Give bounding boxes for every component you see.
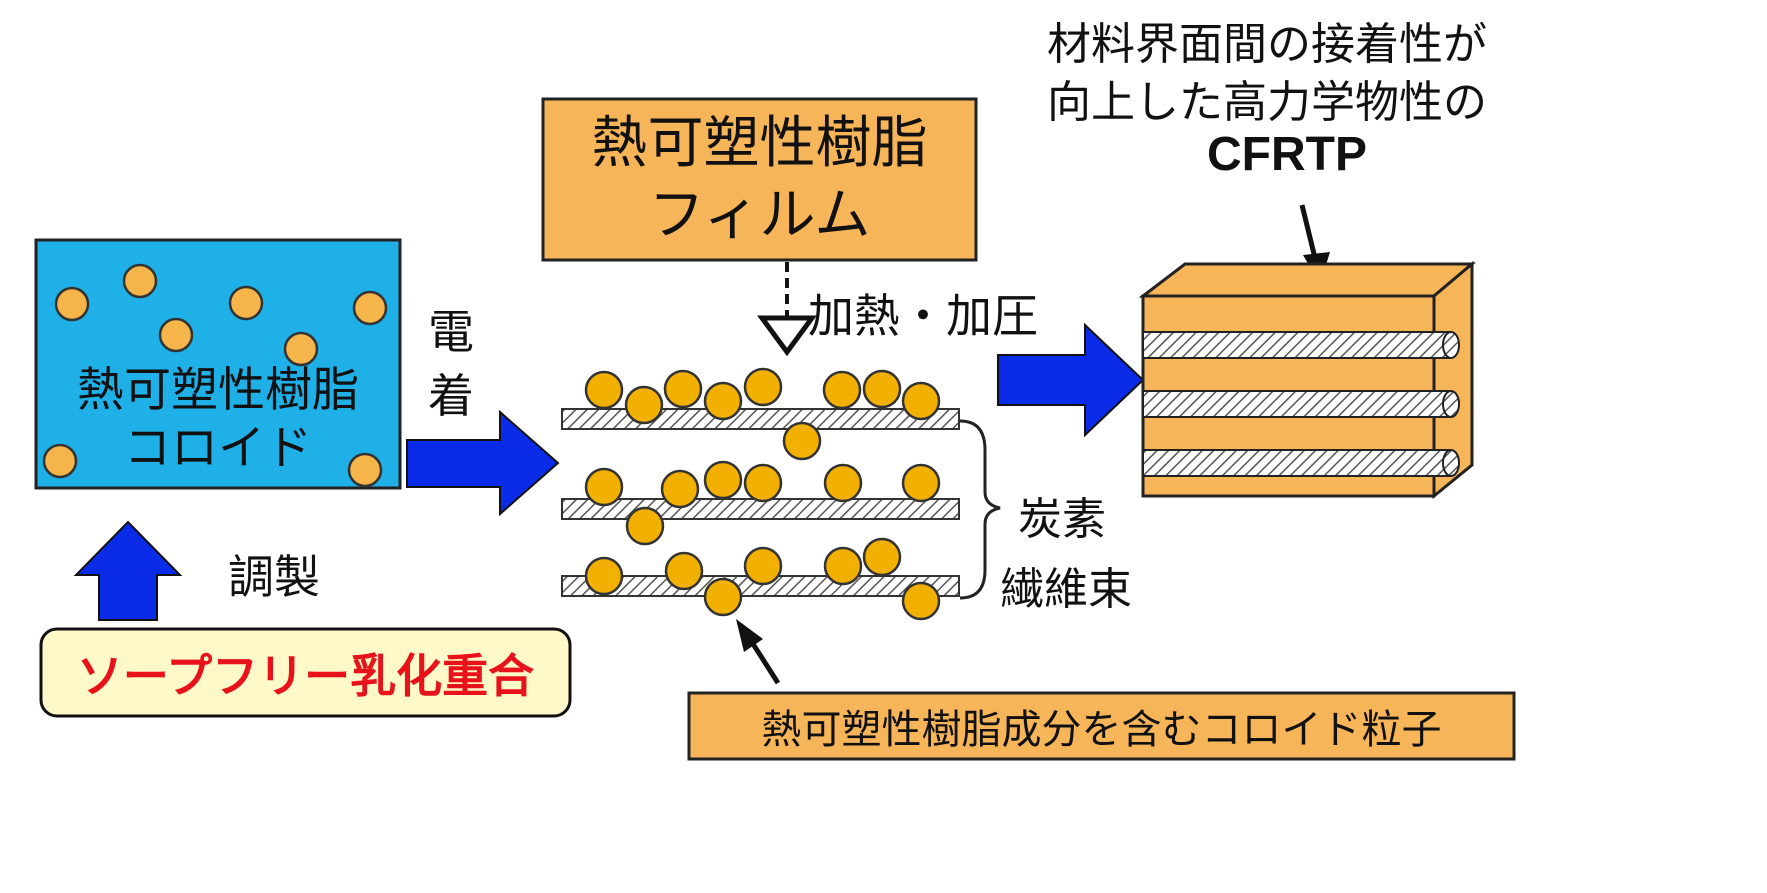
colloid-particle (352, 290, 388, 326)
film-label-line1: 熱可塑性樹脂 (591, 110, 928, 176)
cfrtp-fiber-end (1442, 390, 1460, 418)
prep-arrow (73, 520, 183, 621)
cfrtp-block (1138, 260, 1477, 500)
colloid-label-line1: 熱可塑性樹脂 (77, 363, 359, 418)
deposition-label-2: 着 (428, 369, 474, 423)
fiber-particle (782, 421, 822, 461)
cfrtp-fiber-end (1442, 331, 1460, 359)
fiber-particle (625, 506, 665, 546)
fiber-particle (703, 381, 743, 421)
fiber-particle (901, 463, 941, 503)
prep-label: 調製 (228, 550, 320, 604)
polymerization-box (39, 627, 572, 718)
fiber-particle (901, 581, 941, 621)
fiber-particle (743, 367, 783, 407)
particle-pointer-head (736, 619, 763, 652)
fiber-particle (624, 385, 664, 425)
fiber-particle (822, 370, 862, 410)
fiber-particle (703, 460, 743, 500)
fiber-particle (862, 369, 902, 409)
cfrtp-fiber-layer (1142, 331, 1451, 359)
fiber-particle (823, 463, 863, 503)
heat-press-label: 加熱・加圧 (808, 289, 1038, 343)
product-pointer-shaft (1299, 204, 1318, 259)
fiber-bundle-label-line1: 炭素 (1018, 494, 1106, 545)
particle-caption: 熱可塑性樹脂成分を含むコロイド粒子 (761, 707, 1442, 753)
colloid-particle (54, 286, 90, 322)
fiber-particle (743, 463, 783, 503)
fiber-particles (584, 367, 941, 621)
fiber-particle (703, 577, 743, 617)
colloid-particle (158, 317, 194, 353)
colloid-label: 熱可塑性樹脂 コロイド (36, 363, 400, 476)
carbon-fiber (561, 408, 960, 430)
colloid-particle (283, 331, 319, 367)
polymerization-label: ソープフリー乳化重合 (76, 648, 535, 703)
cfrtp-fiber-end (1442, 449, 1460, 477)
product-caption-line1: 材料界面間の接着性が (1047, 19, 1487, 70)
colloid-particle (228, 285, 264, 321)
fiber-particle (664, 551, 704, 591)
product-caption-line2: 向上した高力学物性の (1047, 77, 1487, 128)
colloid-particle (122, 263, 158, 299)
colloid-particles (42, 263, 388, 488)
fiber-particle (743, 546, 783, 586)
fiber-particle (584, 467, 624, 507)
particle-caption-box (687, 691, 1516, 761)
heat-press-arrow-head (757, 315, 817, 357)
film-label-line2: フィルム (648, 182, 871, 248)
deposition-label-1: 電 (428, 305, 474, 359)
fiber-particle (663, 369, 703, 409)
fiber-particle (901, 381, 941, 421)
heat-press-process-arrow (997, 322, 1145, 438)
fiber-bundle-brace (959, 419, 1001, 600)
film-label: 熱可塑性樹脂 フィルム (543, 99, 976, 260)
colloid-box (34, 238, 402, 490)
fiber-particle (660, 469, 700, 509)
fiber-particle (584, 556, 624, 596)
film-box (541, 97, 978, 262)
colloid-particle (42, 443, 78, 479)
cfrtp-fiber-layer (1142, 390, 1451, 418)
fiber-particle (862, 537, 902, 577)
fiber-particle (584, 370, 624, 410)
cfrtp-top-face (1138, 262, 1477, 298)
product-caption-line3: CFRTP (1207, 128, 1367, 181)
deposition-arrow (406, 409, 560, 517)
fiber-particle (823, 546, 863, 586)
colloid-label-line2: コロイド (124, 421, 312, 476)
colloid-particle (347, 452, 383, 488)
cfrtp-fiber-layer (1142, 449, 1451, 477)
fiber-bundle-label-line2: 繊維束 (1000, 564, 1132, 615)
